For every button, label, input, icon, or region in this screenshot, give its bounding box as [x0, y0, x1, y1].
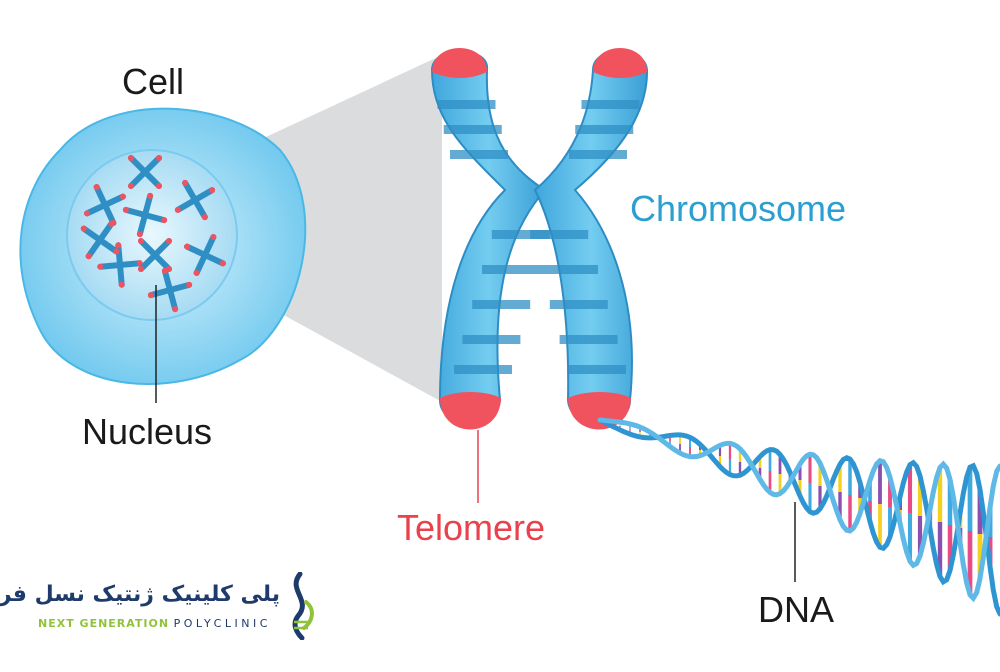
dna-helix [597, 417, 1000, 617]
mini-chromosome [174, 179, 216, 221]
chromosome-band [575, 125, 634, 134]
chromosome-band [443, 125, 502, 134]
logo: پلی کلینیک ژنتیک نسل فردا NEXT GENERATIO… [0, 572, 320, 642]
chromosome-band [540, 265, 598, 274]
label-dna: DNA [758, 589, 835, 630]
chromosome-band [549, 300, 608, 309]
logo-name-en-1: NEXT GENERATION [38, 617, 170, 630]
logo-name-en-2: POLYCLINIC [173, 617, 271, 630]
label-nucleus: Nucleus [82, 411, 213, 452]
chromosome-band [472, 300, 531, 309]
mini-chromosome [97, 242, 143, 288]
mini-chromosome [128, 155, 162, 189]
chromosome-band [530, 230, 589, 239]
telomere-top-right [593, 48, 647, 78]
logo-name-en: NEXT GENERATION POLYCLINIC [38, 617, 271, 630]
chromosome-band [559, 335, 618, 344]
label-cell: Cell [122, 61, 185, 102]
chromosome-band [581, 100, 640, 109]
mini-chromosome [184, 234, 226, 276]
chromosome [430, 48, 649, 430]
dna-strand [597, 417, 1000, 617]
mini-chromosome [147, 267, 193, 313]
logo-name-fa: پلی کلینیک ژنتیک نسل فردا [0, 582, 280, 607]
zoom-cone [238, 55, 442, 402]
chromosome-band [462, 335, 521, 344]
dna-strand [597, 417, 1000, 603]
chromosome-band [569, 150, 627, 159]
mini-chromosome [138, 238, 172, 272]
chromosome-band [568, 365, 626, 374]
chromosome-band [482, 265, 540, 274]
nucleus-chromosomes [80, 155, 226, 313]
telomere-top-left [432, 48, 487, 78]
telomere-bottom-left [440, 392, 501, 430]
nucleus [66, 149, 238, 321]
chromosome-band [450, 150, 508, 159]
logo-helix-icon [292, 572, 314, 640]
chromosome-band [454, 365, 512, 374]
mini-chromosome [80, 220, 120, 260]
label-telomere: Telomere [397, 507, 546, 548]
chromosome-band [437, 100, 496, 109]
mini-chromosome [122, 192, 168, 238]
chromosome-band [491, 230, 550, 239]
mini-chromosome [84, 184, 126, 226]
label-chromosome: Chromosome [630, 188, 847, 229]
chromosome-bands [437, 100, 640, 374]
